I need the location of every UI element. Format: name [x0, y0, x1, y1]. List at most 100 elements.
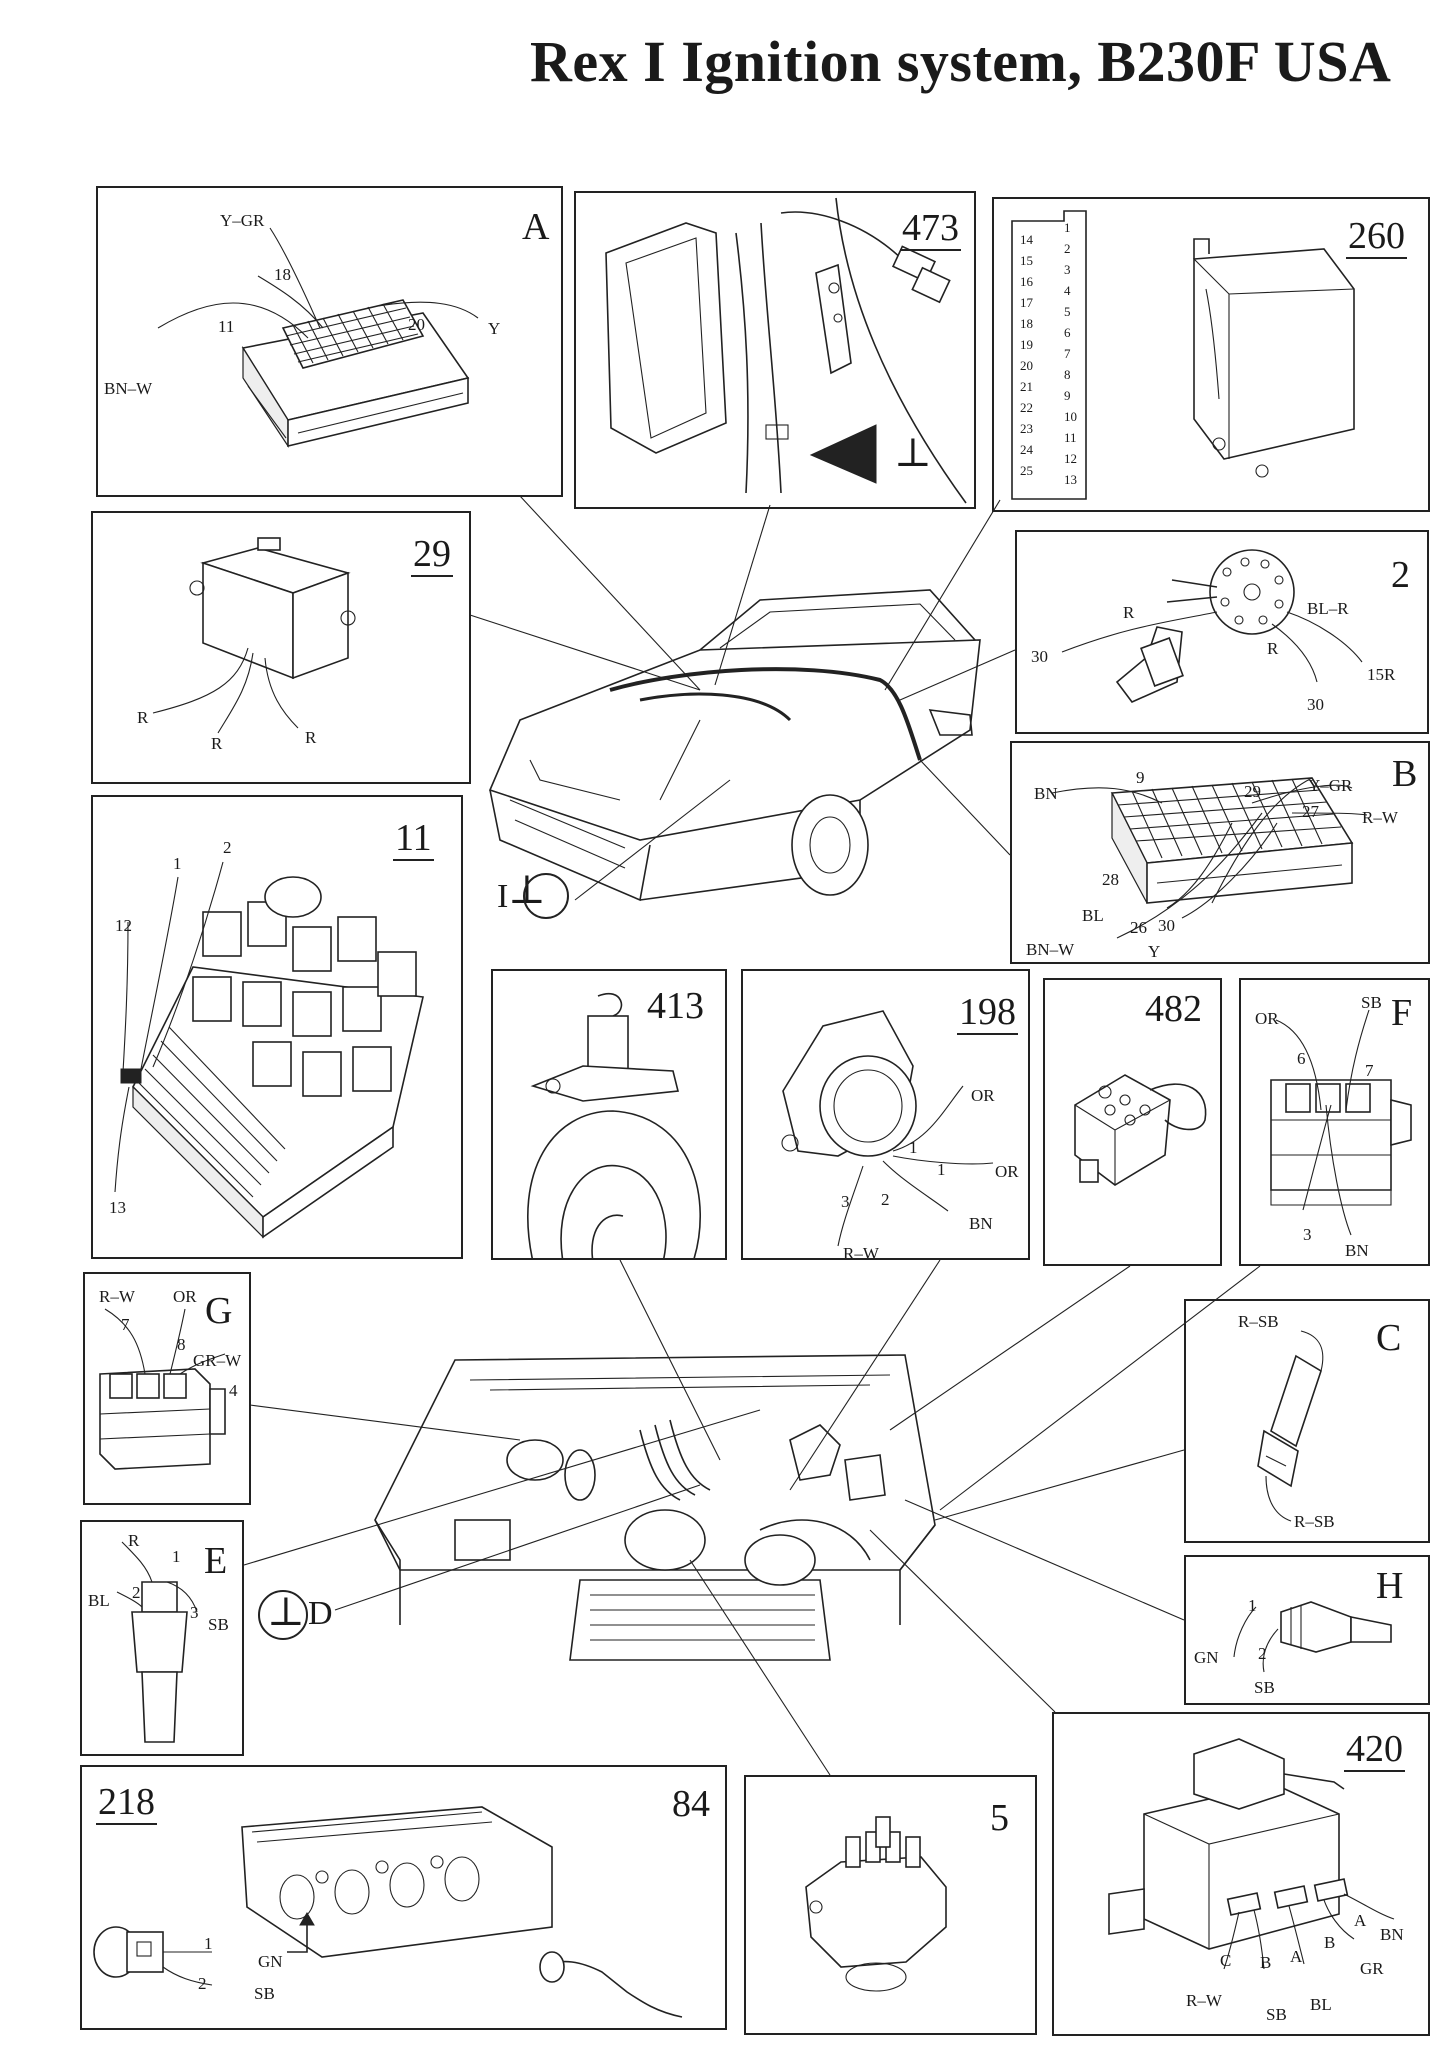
connector-e-drawing — [116, 1541, 198, 1743]
pin-number: 23 — [1020, 421, 1033, 436]
wire-label: BN — [969, 1214, 993, 1233]
wire-label: BL–R — [1307, 599, 1349, 618]
sensor-198-drawing — [781, 1010, 994, 1247]
wire-label: GR–W — [193, 1351, 242, 1370]
wire-label: OR — [971, 1086, 995, 1105]
panel-b-id: B — [1392, 753, 1418, 795]
pin-number: 2 — [881, 1190, 890, 1209]
pin-number: 1 — [937, 1160, 946, 1179]
panel-c-id: C — [1376, 1317, 1402, 1359]
connector-b-drawing — [1051, 777, 1368, 939]
panel-b-connector: B BN 9 29 Y–GR 27 R–W 28 BL 26 30 BN–W Y — [1010, 741, 1430, 964]
pin-number: 2 — [223, 838, 232, 857]
panel-2-ignition-switch: 2 R BL–R 30 R 15R 30 — [1015, 530, 1429, 734]
panel-482-id: 482 — [1145, 988, 1202, 1030]
panel-198-id: 198 — [957, 991, 1018, 1035]
panel-g-connector: G R–W OR 7 8 GR–W 4 — [83, 1272, 251, 1505]
pin-number: 1 — [1064, 220, 1071, 235]
pin-number: 20 — [1020, 358, 1033, 373]
panel-218-id: 218 — [96, 1781, 157, 1825]
panel-420-id: 420 — [1344, 1728, 1405, 1772]
pin-number: 2 — [1064, 241, 1071, 256]
panel-84-id: 84 — [672, 1783, 710, 1825]
panel-a-connector: A Y–GR 18 11 20 Y BN–W — [96, 186, 563, 497]
pin-number: 3 — [1064, 262, 1071, 277]
panel-e-id: E — [204, 1540, 228, 1582]
pin-number: 22 — [1020, 400, 1033, 415]
pin-number: 28 — [1102, 870, 1119, 889]
wire-label: R — [128, 1531, 140, 1550]
car-illustration — [488, 589, 981, 902]
wire-label: R — [1267, 639, 1279, 658]
terminal-label: A — [1290, 1947, 1303, 1966]
ground-d-label: D — [308, 1595, 333, 1632]
distributor-5-drawing — [805, 1816, 947, 1992]
panel-473-ground-point: 473 ⊥ — [574, 191, 976, 509]
wire-label: BL — [88, 1591, 110, 1610]
sensor-413-drawing — [527, 993, 701, 1258]
pin-number: 2 — [132, 1583, 141, 1602]
ground-point-473-drawing — [605, 197, 967, 504]
wire-label: R–SB — [1294, 1512, 1335, 1531]
wire-label: R–W — [1186, 1991, 1222, 2010]
wire-label: GN — [258, 1952, 283, 1971]
wire-label: OR — [173, 1287, 197, 1306]
pin-number: 11 — [1064, 430, 1077, 445]
pin-number: 12 — [1064, 451, 1077, 466]
wire-label: BN — [1380, 1925, 1404, 1944]
wire-label: R — [1123, 603, 1135, 622]
connector-h-drawing — [1233, 1601, 1392, 1673]
wire-label: R–W — [99, 1287, 135, 1306]
pin-number: 1 — [1248, 1596, 1257, 1615]
panel-29-relay: 29 R R R — [91, 511, 471, 784]
panel-a-id: A — [522, 206, 550, 248]
pin-number: 9 — [1136, 768, 1145, 787]
panel-e-connector: E R 1 BL 2 3 SB — [80, 1520, 244, 1756]
panel-h-id: H — [1376, 1565, 1404, 1607]
pin-number: 29 — [1244, 782, 1261, 801]
pin-number: 12 — [115, 916, 132, 935]
wire-label: R — [137, 708, 149, 727]
pin-number: 18 — [274, 265, 291, 284]
pin-number: 6 — [1297, 1049, 1306, 1068]
pin-number: 5 — [1064, 304, 1071, 319]
pin-number: 4 — [1064, 283, 1071, 298]
panel-2-id: 2 — [1391, 554, 1410, 596]
panel-473-id: 473 — [900, 207, 961, 251]
terminal-label: B — [1260, 1953, 1272, 1972]
terminal-label: 15R — [1367, 665, 1396, 684]
pin-number: 24 — [1020, 442, 1033, 457]
wire-label: BN–W — [104, 379, 153, 398]
pin-number: 27 — [1302, 802, 1319, 821]
panel-f-connector: F OR SB 6 7 3 BN — [1239, 978, 1430, 1266]
wire-label: SB — [254, 1984, 275, 2003]
wire-label: SB — [208, 1615, 229, 1634]
pin-number: 20 — [408, 315, 425, 334]
control-unit-260-drawing — [1011, 210, 1355, 500]
terminal-label: C — [1220, 1951, 1232, 1970]
pin-number: 13 — [1064, 472, 1077, 487]
pin-number: 11 — [218, 317, 235, 336]
connector-a-drawing — [157, 227, 479, 448]
connector-g-drawing — [99, 1308, 226, 1470]
panel-11-relay-box: 11 1 2 12 13 — [91, 795, 463, 1259]
wire-label: BN — [1034, 784, 1058, 803]
wire-label: BN–W — [1026, 940, 1075, 959]
wire-label: GR — [1360, 1959, 1384, 1978]
panel-413-id: 413 — [647, 985, 704, 1027]
panel-g-id: G — [205, 1290, 233, 1332]
panel-f-id: F — [1391, 992, 1413, 1034]
pin-number: 7 — [1064, 346, 1071, 361]
panel-5-id: 5 — [990, 1797, 1009, 1839]
wire-label: SB — [1266, 2005, 1287, 2024]
relay-29-drawing — [152, 537, 356, 734]
wire-label: R — [211, 734, 223, 753]
wire-label: R — [305, 728, 317, 747]
engine-sensors-drawing — [93, 1806, 683, 2018]
pin-number: 7 — [121, 1315, 130, 1334]
panel-h-connector: H 1 GN 2 SB — [1184, 1555, 1430, 1705]
relay-box-11-drawing — [114, 861, 424, 1239]
ground-i-circle — [523, 873, 569, 919]
